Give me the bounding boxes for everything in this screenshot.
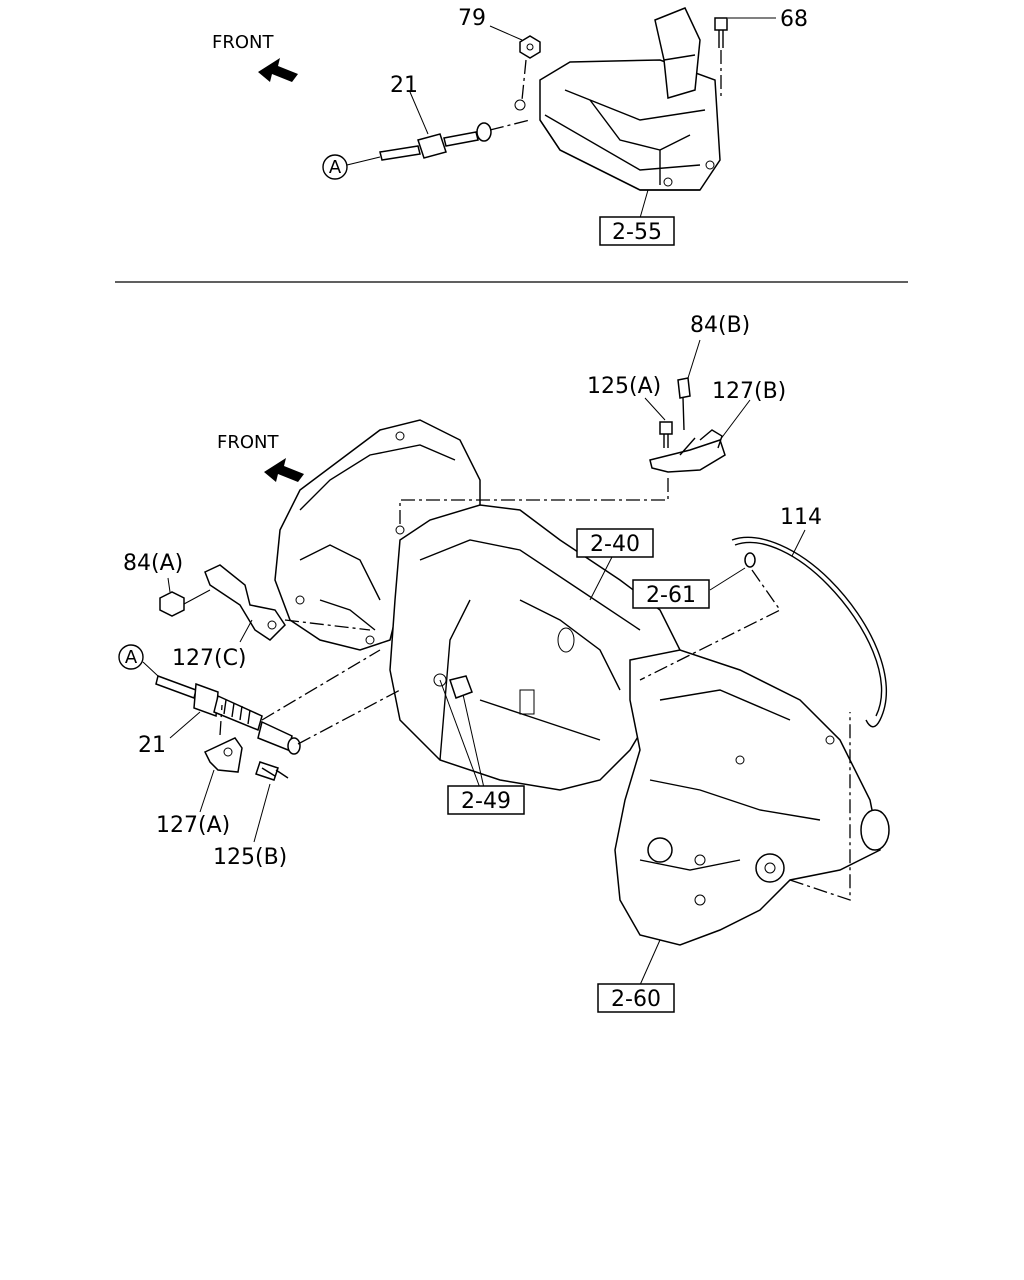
sensor-84a [159, 589, 211, 617]
sensor-84b [677, 339, 701, 431]
ref-2-49: 2-49 [461, 789, 511, 814]
ref-2-60: 2-60 [611, 987, 661, 1012]
top-section: FRONT 68 [212, 6, 808, 246]
part-label-84a: 84(A) [123, 551, 183, 576]
part-label-79: 79 [458, 6, 486, 31]
ref-2-61: 2-61 [646, 583, 696, 608]
shift-cable-end-top [379, 119, 531, 161]
bolt-125b [255, 761, 289, 781]
front-label-top: FRONT [212, 32, 274, 53]
ref-box-2-55 [599, 216, 675, 246]
reference-a-top-icon [322, 154, 348, 180]
part-label-21-mid: 21 [138, 733, 166, 758]
transfer-case [614, 649, 890, 946]
switch-fitting [449, 675, 473, 699]
vent-hose-114 [731, 536, 888, 728]
shift-lever-housing [514, 7, 721, 191]
shift-cable-mid [155, 649, 401, 755]
bottom-section: FRONT [118, 313, 890, 1013]
ref-2-55: 2-55 [612, 220, 662, 245]
part-label-114: 114 [780, 505, 822, 530]
front-arrow-top-icon [258, 58, 298, 82]
ref-box-2-40 [576, 528, 654, 558]
front-arrow-mid-icon [264, 458, 304, 482]
reference-a-mid-icon [118, 644, 144, 670]
vent-fitting [744, 552, 756, 568]
transmission-case [389, 504, 681, 791]
ref-box-2-49 [447, 785, 525, 815]
reference-a-top: A [329, 157, 342, 178]
bracket-127b [649, 429, 726, 473]
part-label-127a: 127(A) [156, 813, 230, 838]
part-label-68: 68 [780, 7, 808, 32]
ref-2-40: 2-40 [590, 532, 640, 557]
part-label-127b: 127(B) [712, 379, 786, 404]
part-label-127c: 127(C) [172, 646, 247, 671]
part-label-125b: 125(B) [213, 845, 287, 870]
reference-a-mid: A [125, 647, 138, 668]
part-label-21-top: 21 [390, 73, 418, 98]
bolt-68 [714, 17, 728, 100]
bracket-127a [203, 704, 243, 773]
bolt-125a [659, 421, 673, 448]
front-label-mid: FRONT [217, 432, 279, 453]
bracket-127c [204, 564, 286, 641]
ref-box-2-61 [632, 579, 710, 609]
ref-box-2-60 [597, 983, 675, 1013]
nut-79 [519, 35, 541, 101]
part-label-84b: 84(B) [690, 313, 750, 338]
part-label-125a: 125(A) [587, 374, 661, 399]
